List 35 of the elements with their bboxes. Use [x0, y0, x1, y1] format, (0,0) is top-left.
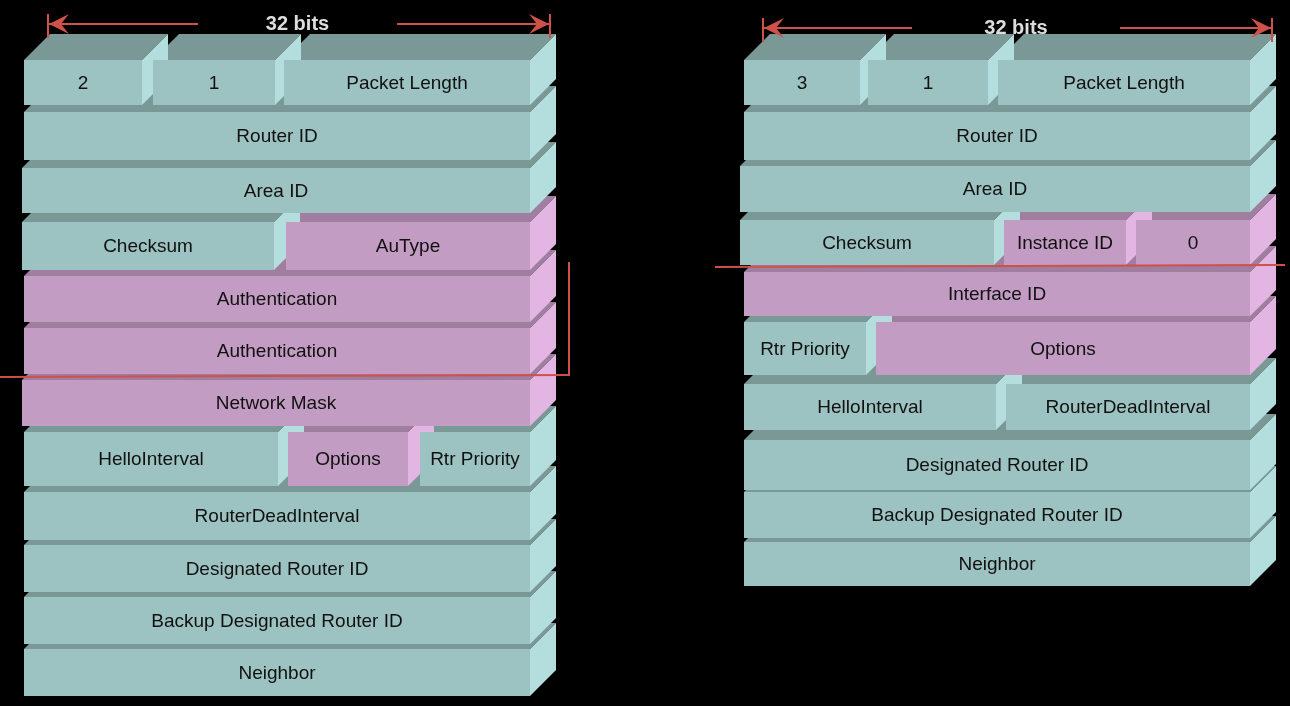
field-block: AuType [286, 222, 530, 270]
field-block: 3 [744, 60, 860, 105]
field-block: Options [288, 432, 408, 486]
field-block: Checksum [740, 220, 994, 265]
field-block: Authentication [24, 276, 530, 322]
field-block: RouterDeadInterval [1006, 384, 1250, 430]
field-block: Neighbor [24, 649, 530, 696]
field-block: Backup Designated Router ID [744, 492, 1250, 538]
field-block: Designated Router ID [24, 545, 530, 592]
field-block: 1 [153, 60, 275, 105]
field-block: Neighbor [744, 542, 1250, 586]
field-block: Packet Length [998, 60, 1250, 105]
field-block: RouterDeadInterval [24, 492, 530, 540]
field-block: Backup Designated Router ID [24, 597, 530, 644]
field-block: Router ID [744, 112, 1250, 160]
field-block: Area ID [22, 168, 530, 213]
field-block: Rtr Priority [420, 432, 530, 486]
field-block: Network Mask [22, 380, 530, 426]
field-block: Router ID [24, 112, 530, 160]
field-block: Instance ID [1004, 220, 1126, 265]
field-block: Rtr Priority [744, 322, 866, 375]
dimension-label: 32 bits [264, 12, 331, 35]
field-block: 2 [24, 60, 142, 105]
field-block: Checksum [22, 222, 274, 270]
field-block: 0 [1136, 220, 1250, 265]
field-block: HelloInterval [24, 432, 278, 486]
field-block: HelloInterval [744, 384, 996, 430]
dimension-label: 32 bits [983, 16, 1049, 39]
field-block: 1 [868, 60, 988, 105]
field-block: Designated Router ID [744, 440, 1250, 490]
field-block: Authentication [24, 328, 530, 374]
field-block: Interface ID [744, 272, 1250, 316]
field-block: Packet Length [284, 60, 530, 105]
field-block: Options [876, 322, 1250, 375]
field-block: Area ID [740, 166, 1250, 212]
